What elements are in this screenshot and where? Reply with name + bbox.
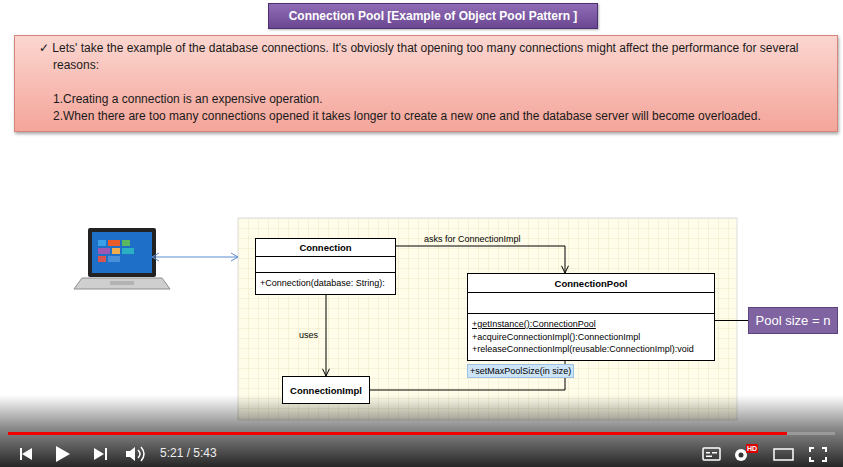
player-shade	[0, 395, 843, 467]
node-text: +releaseConnectionImpl(reusable:Connecti…	[472, 343, 694, 356]
class-box: ConnectionPool +getInstance():ConnectionP…	[467, 273, 715, 361]
node-text: +Connection(database: String):	[260, 277, 385, 290]
connector-line	[396, 246, 565, 273]
edge-label: asks for ConnectionImpl	[424, 234, 521, 244]
method-section: +getInstance():ConnectionPool+acquireCon…	[468, 314, 714, 360]
connector	[396, 246, 568, 273]
node-text: ConnectionPool	[555, 278, 628, 289]
arrow-head	[323, 369, 330, 376]
progress-played	[8, 432, 787, 435]
attribute-section	[468, 293, 714, 314]
class-header: ConnectionPool	[468, 274, 714, 293]
attribute-section	[256, 257, 395, 273]
node-text: 2.When there are too many connections op…	[53, 108, 827, 125]
edge-label: uses	[299, 330, 318, 340]
hd-badge: HD	[746, 444, 758, 453]
node-text: +acquireConnectionImpl():ConnectionImpl	[472, 331, 640, 344]
node-text: 1.Creating a connection is an expensive …	[53, 91, 827, 108]
player-controls	[20, 446, 826, 462]
note-box: ✓ Lets' take the example of the database…	[14, 35, 838, 132]
connector	[323, 295, 330, 377]
node-text: Pool size = n	[756, 313, 831, 328]
client-link	[152, 253, 238, 261]
class-box: Connection +Connection(database: String):	[255, 238, 396, 295]
connector	[715, 320, 748, 321]
title-banner: Connection Pool [Example of Object Pool …	[268, 3, 598, 29]
method-section: +Connection(database: String):	[256, 273, 395, 294]
node-text: +getInstance():ConnectionPool	[472, 318, 596, 331]
connector-line	[715, 320, 748, 321]
callout-box: Pool size = n	[748, 307, 838, 334]
node-text: Connection	[299, 242, 351, 253]
class-header: Connection	[256, 239, 395, 257]
laptop-picture	[74, 228, 170, 289]
arrow-head	[562, 266, 569, 273]
node-text: ConnectionImpl	[290, 385, 362, 396]
method-label: +setMaxPoolSize(in size)	[467, 364, 574, 378]
time-label: 5:21 / 5:43	[160, 446, 217, 460]
node-text: ✓ Lets' take the example of the database…	[53, 40, 827, 74]
progress-rest	[787, 432, 835, 435]
grid-canvas	[238, 218, 737, 420]
connector-line	[326, 295, 327, 377]
class-box: ConnectionImpl	[282, 376, 370, 404]
